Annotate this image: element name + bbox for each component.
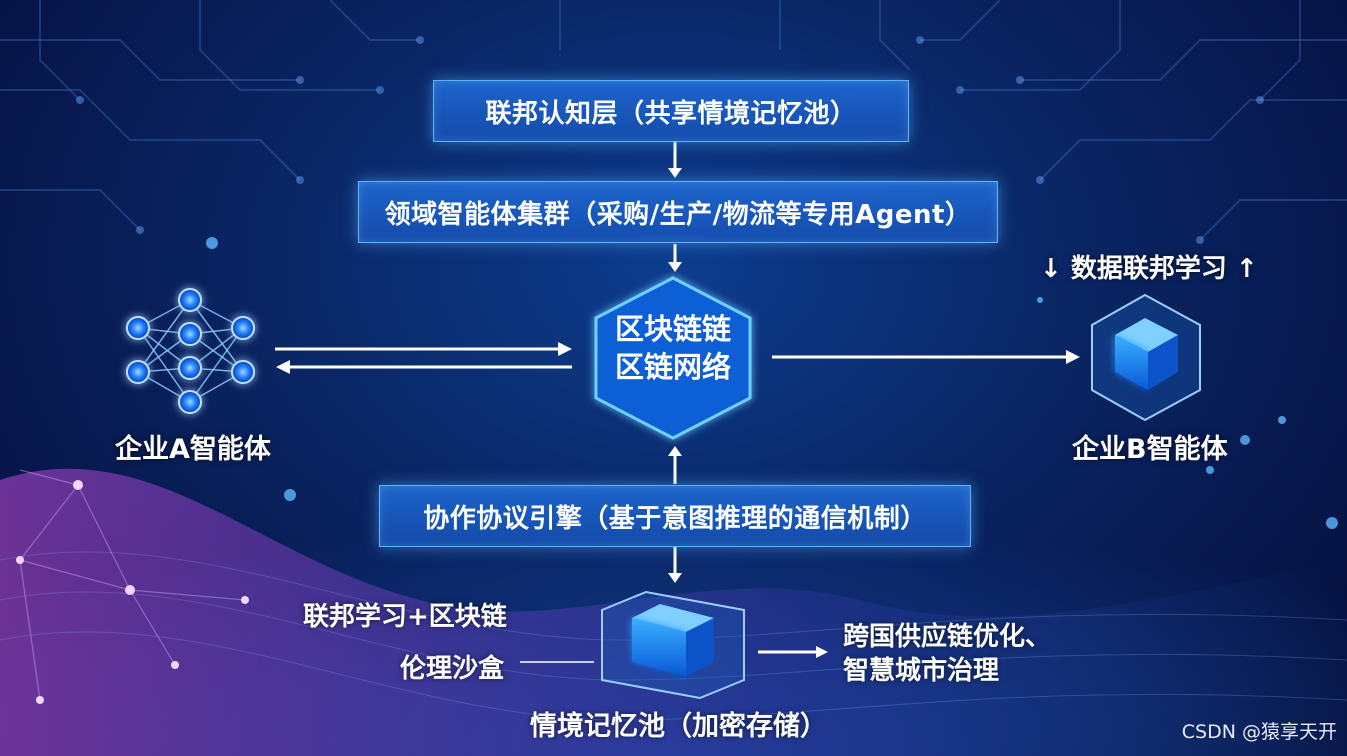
collaboration-protocol-engine: 协作协议引擎（基于意图推理的通信机制） xyxy=(379,485,971,547)
memory-pool-label: 情境记忆池（加密存储） xyxy=(530,711,827,742)
ethics-sandbox-label: 伦理沙盒 xyxy=(400,654,505,684)
blockchain-network-hexagon: 区块链链 区链网络 xyxy=(596,310,750,386)
agent-b-label: 企业B智能体 xyxy=(1072,434,1228,465)
blockchain-line1: 区块链链 xyxy=(614,312,731,346)
federated-cognition-layer: 联邦认知层（共享情境记忆池） xyxy=(433,80,909,142)
domain-agent-cluster-label: 领域智能体集群（采购/生产/物流等专用Agent） xyxy=(384,199,972,230)
applications-line2: 智慧城市治理 xyxy=(843,656,1000,686)
collaboration-protocol-label: 协作协议引擎（基于意图推理的通信机制） xyxy=(423,503,927,534)
federated-learning-label: ↓ 数据联邦学习 ↑ xyxy=(1040,254,1258,284)
agent-a-label: 企业A智能体 xyxy=(115,434,271,465)
domain-agent-cluster: 领域智能体集群（采购/生产/物流等专用Agent） xyxy=(358,181,998,243)
blockchain-line2: 区链网络 xyxy=(614,350,731,384)
applications-line1: 跨国供应链优化、 xyxy=(843,622,1052,652)
federated-cognition-label: 联邦认知层（共享情境记忆池） xyxy=(485,98,857,129)
watermark: CSDN @猿享天开 xyxy=(1181,721,1337,743)
fl-blockchain-label: 联邦学习+区块链 xyxy=(303,602,507,632)
applications-label: 跨国供应链优化、 智慧城市治理 xyxy=(843,620,1051,688)
